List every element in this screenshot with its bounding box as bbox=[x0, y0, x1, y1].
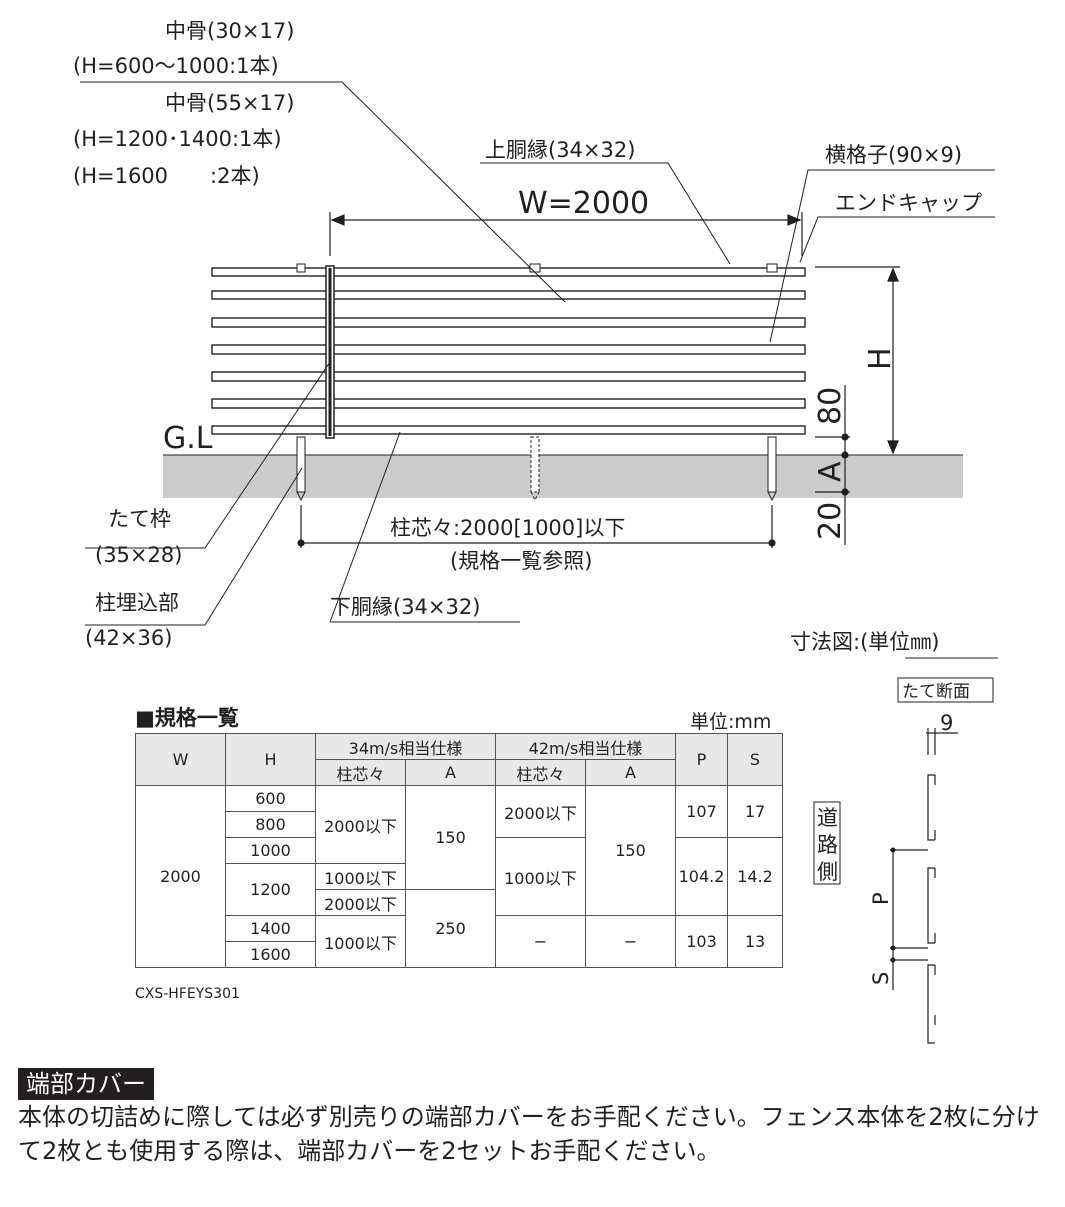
post-embed-size: (42×36) bbox=[85, 626, 172, 650]
dim-80-label: 80 bbox=[813, 387, 848, 425]
header-p: P bbox=[675, 733, 728, 786]
height-label: H bbox=[863, 347, 898, 370]
road-side-2: 路 bbox=[817, 833, 838, 857]
post-pitch-note: (規格一覧参照) bbox=[450, 549, 592, 573]
dimension-caption: 寸法図:(単位㎜) bbox=[790, 630, 939, 654]
width-label: W=2000 bbox=[518, 186, 649, 221]
leader-lines bbox=[80, 81, 998, 659]
gl-label: G.L bbox=[163, 421, 213, 456]
spec-table-title: ■規格一覧 bbox=[135, 706, 239, 730]
header-s: S bbox=[727, 733, 783, 786]
width-dimension bbox=[329, 212, 803, 256]
road-side-3: 側 bbox=[817, 860, 838, 884]
naka-bone-1-label: 中骨(30×17) bbox=[165, 19, 294, 43]
road-side-1: 道 bbox=[817, 806, 838, 830]
height-dimension bbox=[815, 266, 900, 545]
end-cap-label: エンドキャップ bbox=[835, 191, 982, 215]
lower-rail-label: 下胴縁(34×32) bbox=[330, 595, 480, 619]
header-34-pitch: 柱芯々 bbox=[315, 759, 406, 786]
post-pitch-dimension bbox=[297, 505, 776, 548]
header-w: W bbox=[135, 733, 226, 786]
cell-h1200: 1200 bbox=[225, 863, 316, 916]
vertical-frame-label: たて枠 bbox=[108, 507, 171, 531]
naka-bone-2-label: 中骨(55×17) bbox=[165, 91, 294, 115]
cell-34-pitch-c: 2000以下 bbox=[315, 889, 406, 916]
note-title: 端部カバー bbox=[18, 1068, 154, 1100]
cell-s-a: 17 bbox=[727, 785, 783, 838]
cell-h1400: 1400 bbox=[225, 915, 316, 942]
cell-34-pitch-d: 1000以下 bbox=[315, 915, 406, 968]
cell-42-a-b: − bbox=[585, 915, 676, 968]
cell-p-a: 107 bbox=[675, 785, 728, 838]
vertical-frame-size: (35×28) bbox=[95, 543, 182, 567]
cell-h1600: 1600 bbox=[225, 941, 316, 968]
naka-bone-2-note1: (H=1200･1400:1本) bbox=[73, 127, 282, 151]
cell-h800: 800 bbox=[225, 811, 316, 838]
vertical-section: たて断面 9 P S 道 路 側 bbox=[813, 677, 994, 1044]
product-code: CXS-HFEYS301 bbox=[135, 986, 240, 1002]
cell-42-pitch-c: − bbox=[495, 915, 586, 968]
fence-slats bbox=[211, 267, 806, 435]
cell-34-pitch-a: 2000以下 bbox=[315, 785, 406, 864]
cell-h600: 600 bbox=[225, 785, 316, 812]
section-s-label: S bbox=[869, 972, 893, 985]
cell-w: 2000 bbox=[135, 785, 226, 968]
section-title: たて断面 bbox=[902, 682, 970, 702]
cell-34-a-a: 150 bbox=[405, 785, 496, 890]
horizontal-slat-label: 横格子(90×9) bbox=[825, 143, 962, 167]
dim-a-label: A bbox=[813, 461, 848, 482]
section-p-label: P bbox=[869, 892, 893, 905]
cell-42-pitch-a: 2000以下 bbox=[495, 785, 586, 838]
header-42-pitch: 柱芯々 bbox=[495, 759, 586, 786]
section-dim-9: 9 bbox=[940, 711, 953, 735]
header-h: H bbox=[225, 733, 316, 786]
cell-p-c: 103 bbox=[675, 915, 728, 968]
header-42-a: A bbox=[585, 759, 676, 786]
cell-34-pitch-b: 1000以下 bbox=[315, 863, 406, 890]
spec-table-unit: 単位:mm bbox=[690, 711, 772, 733]
cell-s-b: 14.2 bbox=[727, 837, 783, 916]
cell-34-a-b: 250 bbox=[405, 889, 496, 968]
header-34ms: 34m/s相当仕様 bbox=[315, 733, 496, 760]
cell-42-pitch-b: 1000以下 bbox=[495, 837, 586, 916]
spec-table: W H 34m/s相当仕様 42m/s相当仕様 P S 柱芯々 A 柱芯々 A … bbox=[135, 733, 783, 968]
header-42ms: 42m/s相当仕様 bbox=[495, 733, 676, 760]
cell-h1000: 1000 bbox=[225, 837, 316, 864]
note-body: 本体の切詰めに際しては必ず別売りの端部カバーをお手配ください。フェンス本体を2枚… bbox=[18, 1103, 1040, 1165]
naka-bone-1-note: (H=600〜1000:1本) bbox=[73, 54, 279, 78]
naka-bone-2-note2: (H=1600 :2本) bbox=[73, 164, 260, 188]
post-pitch-label: 柱芯々:2000[1000]以下 bbox=[390, 516, 625, 540]
header-34-a: A bbox=[405, 759, 496, 786]
cell-42-a-a: 150 bbox=[585, 785, 676, 916]
cell-p-b: 104.2 bbox=[675, 837, 728, 916]
upper-rail-label: 上胴縁(34×32) bbox=[485, 138, 635, 162]
post-embed-label: 柱埋込部 bbox=[95, 591, 179, 615]
dim-20-label: 20 bbox=[813, 502, 848, 540]
cell-s-c: 13 bbox=[727, 915, 783, 968]
